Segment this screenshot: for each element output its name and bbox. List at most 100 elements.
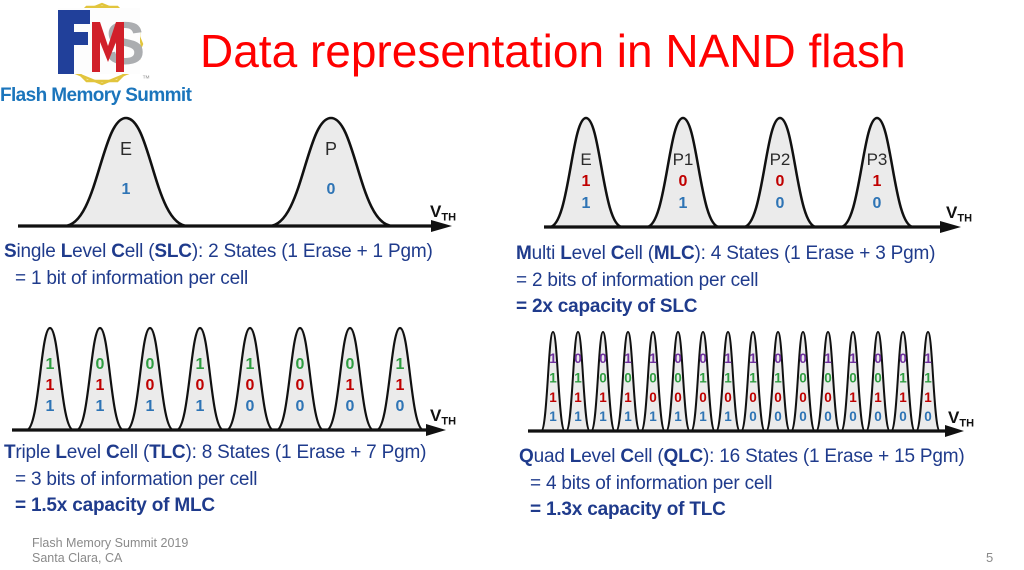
- bit-value: 1: [699, 409, 707, 424]
- bit-value: 1: [649, 409, 657, 424]
- bit-value: 0: [246, 377, 255, 394]
- bit-value: 0: [296, 356, 305, 373]
- vth-axis-label: VTH: [946, 203, 972, 225]
- state-label: P: [325, 139, 337, 159]
- caption-segment: = 1.3x capacity of TLC: [530, 499, 726, 520]
- bit-value: 1: [549, 370, 557, 385]
- vth-axis-label: VTH: [430, 202, 456, 224]
- bit-value: 1: [724, 409, 732, 424]
- vth-axis-arrow-icon: [426, 424, 446, 436]
- bit-value: 0: [849, 370, 857, 385]
- caption-segment: C: [111, 241, 125, 262]
- bit-value: 0: [624, 370, 632, 385]
- bit-value: 1: [599, 409, 607, 424]
- caption-segment: C: [620, 446, 634, 467]
- caption-line: = 2 bits of information per cell: [516, 268, 1024, 295]
- state-label: P3: [867, 150, 888, 169]
- bit-value: 0: [849, 409, 857, 424]
- bit-value: 1: [246, 356, 255, 373]
- bit-value: 0: [599, 370, 607, 385]
- caption-segment: ): 2 States (1 Erase + 1 Pgm): [191, 241, 433, 262]
- bit-value: 0: [699, 351, 707, 366]
- bit-value: 1: [549, 351, 557, 366]
- bit-value: 0: [899, 409, 907, 424]
- bit-value: 1: [749, 351, 757, 366]
- bit-value: 1: [849, 351, 857, 366]
- bit-value: 0: [749, 390, 757, 405]
- distribution-curve: [615, 331, 641, 432]
- bit-value: 1: [649, 351, 657, 366]
- bit-value: 0: [346, 398, 355, 415]
- logo-wordmark: Flash Memory Summit: [0, 85, 192, 106]
- mlc-caption: Multi Level Cell (MLC): 4 States (1 Eras…: [516, 241, 1024, 321]
- slc-caption: Single Level Cell (SLC): 2 States (1 Era…: [4, 239, 509, 292]
- caption-line: = 3 bits of information per cell: [4, 467, 509, 494]
- state-label: P2: [770, 150, 791, 169]
- caption-line: = 4 bits of information per cell: [519, 471, 1024, 498]
- bit-value: 1: [774, 370, 782, 385]
- distribution-curve: [646, 116, 720, 229]
- bit-value: 1: [96, 377, 105, 394]
- bit-value: 0: [776, 195, 785, 212]
- caption-segment: ell (: [119, 442, 150, 463]
- bit-value: 1: [924, 370, 932, 385]
- state-label: E: [120, 139, 132, 159]
- bit-value: 1: [582, 173, 591, 190]
- distribution-curve: [815, 331, 841, 432]
- bit-value: 1: [624, 390, 632, 405]
- bit-value: 0: [776, 173, 785, 190]
- tlc-caption: Triple Level Cell (TLC): 8 States (1 Era…: [4, 440, 509, 520]
- distribution-curve: [549, 116, 623, 229]
- caption-line: = 2x capacity of SLC: [516, 294, 1024, 321]
- bit-value: 1: [699, 370, 707, 385]
- caption-line: = 1.3x capacity of TLC: [519, 497, 1024, 524]
- bit-value: 1: [196, 398, 205, 415]
- footer: Flash Memory Summit 2019 Santa Clara, CA: [32, 536, 188, 566]
- state-label: E: [580, 150, 591, 169]
- vth-axis-arrow-icon: [940, 221, 961, 233]
- bit-value: 1: [749, 370, 757, 385]
- distribution-curve: [740, 331, 766, 432]
- logo-tm: ™: [142, 74, 150, 83]
- distribution-curve: [690, 331, 716, 432]
- caption-segment: C: [105, 442, 120, 463]
- bit-value: 0: [824, 390, 832, 405]
- bit-value: 1: [724, 351, 732, 366]
- bit-value: 1: [396, 377, 405, 394]
- caption-segment: evel: [571, 243, 611, 264]
- caption-segment: L: [55, 442, 67, 463]
- bit-value: 0: [674, 390, 682, 405]
- bit-value: 0: [649, 370, 657, 385]
- bit-value: 1: [196, 356, 205, 373]
- bit-value: 0: [774, 390, 782, 405]
- bit-value: 1: [899, 390, 907, 405]
- bit-value: 0: [649, 390, 657, 405]
- distribution-curve: [325, 326, 375, 432]
- distribution-curve: [640, 331, 666, 432]
- state-label: P1: [673, 150, 694, 169]
- bit-value: 0: [874, 351, 882, 366]
- bit-value: 1: [873, 173, 882, 190]
- page-title: Data representation in NAND flash: [200, 25, 906, 77]
- caption-segment: ): 4 States (1 Erase + 3 Pgm): [694, 243, 936, 264]
- bit-value: 0: [699, 390, 707, 405]
- distribution-curve: [75, 326, 125, 432]
- distribution-curve: [375, 326, 425, 432]
- bit-value: 1: [574, 370, 582, 385]
- bit-value: 0: [724, 390, 732, 405]
- bit-value: 0: [599, 351, 607, 366]
- bit-value: 1: [624, 409, 632, 424]
- bit-value: 1: [824, 351, 832, 366]
- caption-segment: evel: [66, 442, 106, 463]
- caption-segment: evel: [72, 241, 112, 262]
- caption-segment: ell (: [633, 446, 664, 467]
- caption-line: Single Level Cell (SLC): 2 States (1 Era…: [4, 239, 509, 266]
- bit-value: 1: [582, 195, 591, 212]
- logo-letter-f: [58, 10, 90, 74]
- bit-value: 0: [799, 390, 807, 405]
- caption-segment: evel: [581, 446, 621, 467]
- bit-value: 0: [296, 398, 305, 415]
- vth-axis-arrow-icon: [945, 425, 964, 437]
- page-number: 5: [986, 550, 994, 565]
